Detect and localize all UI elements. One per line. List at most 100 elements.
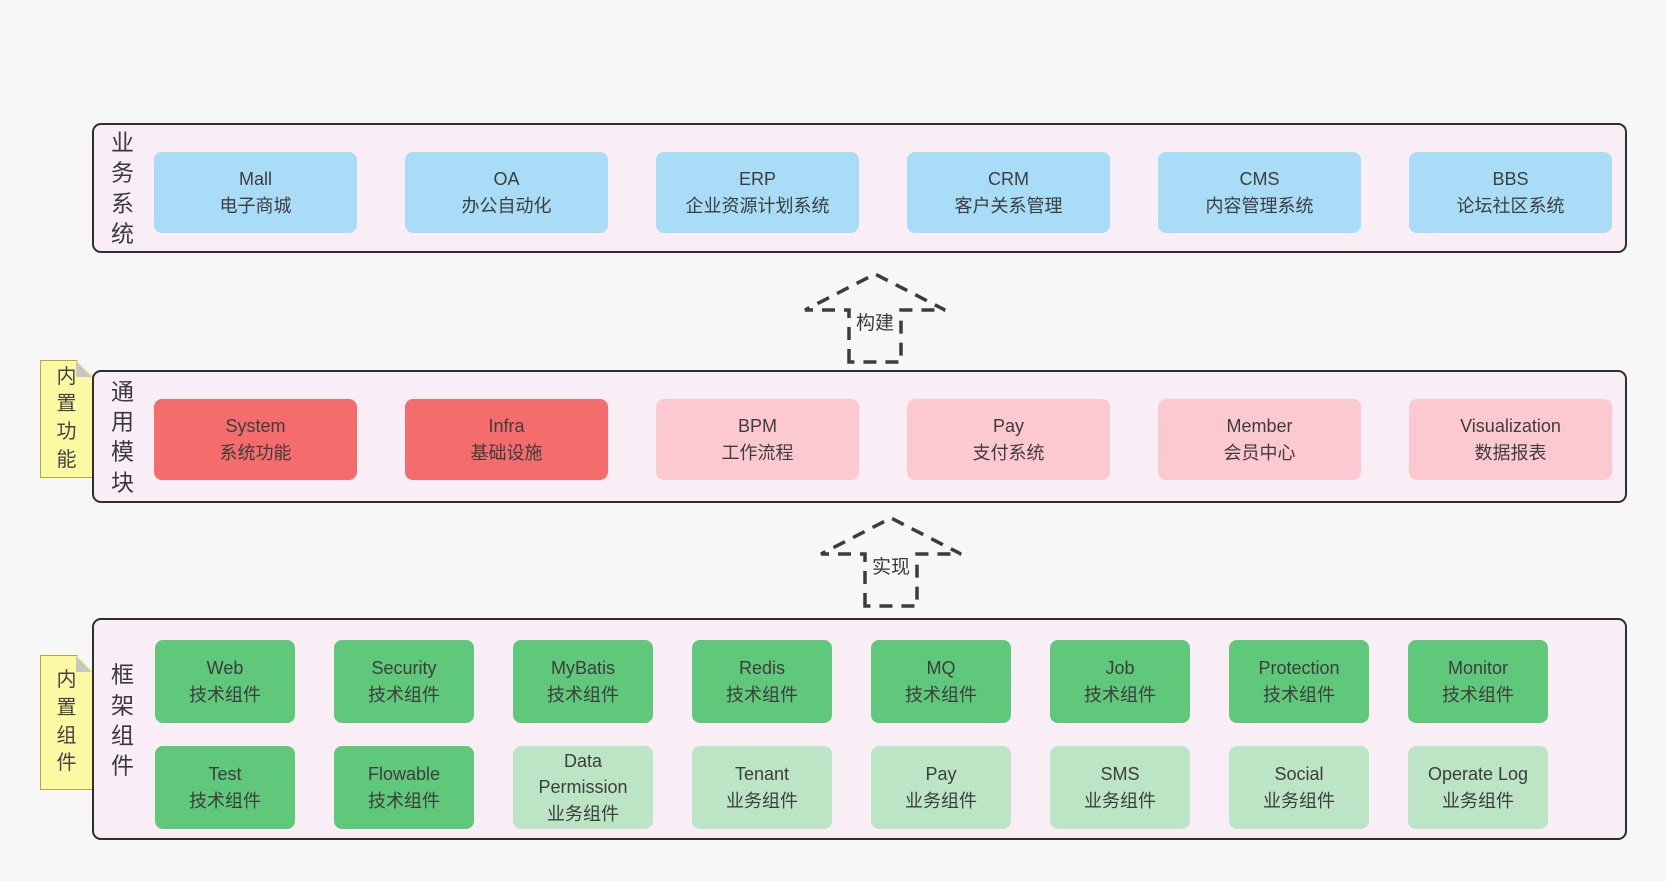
box-name: MyBatis [550, 657, 615, 678]
box-desc: 技术组件 [368, 790, 440, 811]
business-systems-row: Mall 电子商城 OA 办公自动化 ERP 企业资源计划系统 CRM 客户关系… [154, 152, 1612, 233]
up-arrow-dashed-icon [804, 272, 946, 364]
box-name: Infra [488, 415, 525, 436]
box-desc: 会员中心 [1223, 442, 1296, 463]
box-name: Pay [992, 415, 1025, 436]
box-desc: 技术组件 [1084, 684, 1156, 705]
arrow-build: 构建 [800, 272, 950, 364]
box-cms: CMS 内容管理系统 [1158, 152, 1361, 233]
folded-corner-icon [76, 361, 92, 377]
box-protection: Protection 技术组件 [1229, 640, 1369, 723]
box-name: Job [1105, 657, 1135, 678]
box-name: Mall [238, 168, 272, 189]
box-desc: 客户关系管理 [954, 195, 1063, 216]
box-name: MQ [926, 657, 956, 678]
box-name: Pay [925, 763, 957, 784]
box-desc: 业务组件 [1263, 790, 1335, 811]
box-name: Security [371, 657, 437, 678]
box-desc: 技术组件 [189, 790, 261, 811]
box-name: SMS [1100, 763, 1140, 784]
section-business-systems: 业务系统 Mall 电子商城 OA 办公自动化 ERP 企业资源计划系统 CRM… [92, 123, 1627, 253]
box-redis: Redis 技术组件 [692, 640, 832, 723]
box-name: Member [1226, 415, 1293, 436]
box-monitor: Monitor 技术组件 [1408, 640, 1548, 723]
tag-built-in-components-label: 内置组件 [56, 669, 77, 775]
box-desc: 技术组件 [905, 684, 977, 705]
box-desc: 工作流程 [721, 442, 794, 463]
box-desc: 业务组件 [1084, 790, 1156, 811]
framework-components-row-2: Test 技术组件 Flowable 技术组件 Data Permission … [155, 746, 1548, 829]
box-desc: 技术组件 [1263, 684, 1335, 705]
box-name: Data Permission [538, 750, 628, 798]
box-name: Flowable [367, 763, 441, 784]
box-desc: 业务组件 [905, 790, 977, 811]
section-common-modules: 通用模块 System 系统功能 Infra 基础设施 BPM 工作流程 Pay… [92, 370, 1627, 503]
box-name: ERP [738, 168, 776, 189]
box-mybatis: MyBatis 技术组件 [513, 640, 653, 723]
box-desc: 技术组件 [726, 684, 798, 705]
tag-built-in-features-label: 内置功能 [56, 365, 77, 471]
box-desc: 办公自动化 [461, 195, 552, 216]
up-arrow-dashed-icon [820, 516, 962, 608]
box-name: Test [208, 763, 242, 784]
box-desc: 业务组件 [726, 790, 798, 811]
box-erp: ERP 企业资源计划系统 [656, 152, 859, 233]
box-desc: 电子商城 [219, 195, 292, 216]
box-name: Monitor [1447, 657, 1509, 678]
tag-built-in-components: 内置组件 [40, 655, 93, 790]
box-desc: 技术组件 [368, 684, 440, 705]
box-name: System [225, 415, 286, 436]
arrow-build-label: 构建 [852, 307, 898, 336]
box-social: Social 业务组件 [1229, 746, 1369, 829]
box-name: Protection [1258, 657, 1340, 678]
box-desc: 支付系统 [972, 442, 1045, 463]
box-desc: 系统功能 [219, 442, 292, 463]
box-desc: 论坛社区系统 [1456, 195, 1565, 216]
box-name: OA [493, 168, 520, 189]
box-name: CRM [988, 168, 1029, 189]
section-common-modules-label: 通用模块 [111, 377, 134, 495]
box-infra: Infra 基础设施 [405, 399, 608, 480]
box-flowable: Flowable 技术组件 [334, 746, 474, 829]
box-visualization: Visualization 数据报表 [1409, 399, 1612, 480]
box-desc: 技术组件 [1442, 684, 1514, 705]
box-name: CMS [1239, 168, 1280, 189]
folded-corner-icon [76, 656, 92, 672]
box-web: Web 技术组件 [155, 640, 295, 723]
box-member: Member 会员中心 [1158, 399, 1361, 480]
box-pay-biz: Pay 业务组件 [871, 746, 1011, 829]
arrow-implement: 实现 [816, 516, 966, 608]
box-system: System 系统功能 [154, 399, 357, 480]
box-security: Security 技术组件 [334, 640, 474, 723]
box-desc: 企业资源计划系统 [685, 195, 830, 216]
box-tenant: Tenant 业务组件 [692, 746, 832, 829]
tag-built-in-features: 内置功能 [40, 360, 93, 478]
box-name: Operate Log [1427, 763, 1529, 784]
box-mq: MQ 技术组件 [871, 640, 1011, 723]
box-desc: 业务组件 [547, 803, 619, 824]
box-name: Visualization [1460, 415, 1561, 436]
box-desc: 技术组件 [547, 684, 619, 705]
box-data-permission: Data Permission 业务组件 [513, 746, 653, 829]
section-framework-components-label: 框架组件 [111, 661, 134, 779]
box-name: BBS [1492, 168, 1529, 189]
box-operate-log: Operate Log 业务组件 [1408, 746, 1548, 829]
box-test: Test 技术组件 [155, 746, 295, 829]
box-desc: 技术组件 [189, 684, 261, 705]
box-name: Web [206, 657, 244, 678]
section-framework-components: 框架组件 Web 技术组件 Security 技术组件 MyBatis 技术组件… [92, 618, 1627, 840]
arrow-implement-label: 实现 [868, 551, 914, 580]
common-modules-row: System 系统功能 Infra 基础设施 BPM 工作流程 Pay 支付系统… [154, 399, 1612, 480]
box-crm: CRM 客户关系管理 [907, 152, 1110, 233]
box-job: Job 技术组件 [1050, 640, 1190, 723]
box-desc: 基础设施 [470, 442, 543, 463]
box-sms: SMS 业务组件 [1050, 746, 1190, 829]
box-name: Tenant [734, 763, 790, 784]
box-mall: Mall 电子商城 [154, 152, 357, 233]
box-name: BPM [737, 415, 777, 436]
box-bpm: BPM 工作流程 [656, 399, 859, 480]
box-bbs: BBS 论坛社区系统 [1409, 152, 1612, 233]
framework-components-row-1: Web 技术组件 Security 技术组件 MyBatis 技术组件 Redi… [155, 640, 1548, 723]
box-name: Redis [738, 657, 786, 678]
